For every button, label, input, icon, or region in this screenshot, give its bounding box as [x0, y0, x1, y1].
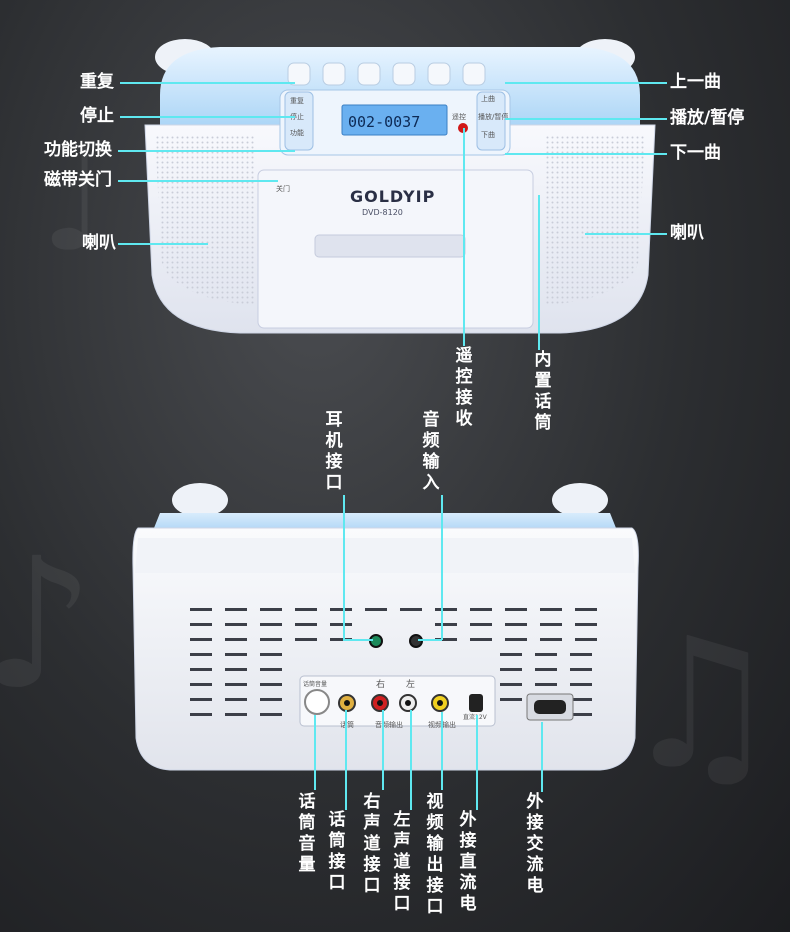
callout-remote-receiver: 遥控接收	[455, 346, 473, 429]
stop-button[interactable]: 停止	[290, 113, 304, 121]
callout-builtin-mic: 内置话筒	[534, 350, 552, 433]
callout-line	[314, 715, 316, 790]
callout-speaker-left: 喇叭	[82, 233, 116, 253]
callout-prev-track: 上一曲	[670, 72, 721, 92]
callout-tape-door-close: 磁带关门	[44, 170, 112, 190]
callout-next-track: 下一曲	[670, 143, 721, 163]
callout-left-channel-jack: 左声道接口	[393, 810, 411, 914]
background-note-decoration: ♩	[40, 120, 107, 283]
remote-sensor-label: 遥控	[452, 113, 466, 121]
callout-line	[541, 722, 543, 792]
door-close-label: 关门	[276, 185, 290, 193]
callout-line	[382, 710, 384, 790]
callout-line	[118, 150, 295, 152]
callout-audio-input: 音频输入	[422, 410, 440, 493]
audio-out-label: 音频输出	[375, 721, 403, 729]
callout-headphone-jack: 耳机接口	[325, 410, 343, 493]
background-note-decoration: ♪	[0, 520, 95, 729]
callout-line	[118, 180, 278, 182]
callout-line	[120, 82, 295, 84]
lcd-display: 002-0037	[348, 113, 421, 131]
callout-line	[410, 710, 412, 810]
callout-line	[120, 116, 295, 118]
mic-volume-knob[interactable]: 话筒音量	[303, 681, 328, 688]
callout-function-switch: 功能切换	[44, 140, 112, 160]
callout-line	[441, 495, 443, 640]
callout-play-pause: 播放/暂停	[670, 108, 745, 128]
front-model-label: DVD-8120	[362, 208, 403, 217]
mic-jack-label: 话筒	[340, 721, 354, 729]
front-brand-logo: GOLDYIP	[350, 187, 436, 206]
callout-line	[418, 639, 442, 641]
next-track-button[interactable]: 下曲	[481, 131, 495, 139]
right-channel-label: 右	[376, 680, 386, 690]
rear-device-illustration	[132, 483, 639, 771]
callout-stop: 停止	[80, 106, 114, 126]
callout-line	[345, 710, 347, 810]
background-note-decoration: ♫	[620, 600, 782, 809]
dc-input-label: 直流12V	[463, 714, 487, 721]
callout-line	[505, 118, 667, 120]
left-channel-label: 左	[406, 680, 416, 690]
callout-video-out-jack: 视频输出接口	[426, 792, 444, 917]
callout-line	[343, 495, 345, 640]
callout-line	[463, 128, 465, 346]
callout-dc-power-jack: 外接直流电	[459, 810, 477, 914]
callout-repeat: 重复	[80, 72, 114, 92]
callout-speaker-right: 喇叭	[670, 223, 704, 243]
callout-ac-power: 外接交流电	[526, 792, 544, 896]
front-device-illustration	[144, 39, 656, 334]
callout-line	[585, 233, 667, 235]
callout-right-channel-jack: 右声道接口	[363, 792, 381, 896]
function-button[interactable]: 功能	[290, 129, 304, 137]
callout-line	[118, 243, 208, 245]
callout-line	[476, 715, 478, 810]
callout-line	[505, 153, 667, 155]
play-pause-button[interactable]: 播放/暂停	[478, 113, 509, 121]
callout-line	[343, 639, 373, 641]
callout-mic-jack: 话筒接口	[328, 810, 346, 893]
repeat-button[interactable]: 重复	[290, 97, 304, 105]
callout-mic-volume: 话筒音量	[298, 792, 316, 875]
prev-track-button[interactable]: 上曲	[481, 95, 495, 103]
callout-line	[441, 712, 443, 790]
callout-line	[538, 195, 540, 350]
callout-line	[505, 82, 667, 84]
